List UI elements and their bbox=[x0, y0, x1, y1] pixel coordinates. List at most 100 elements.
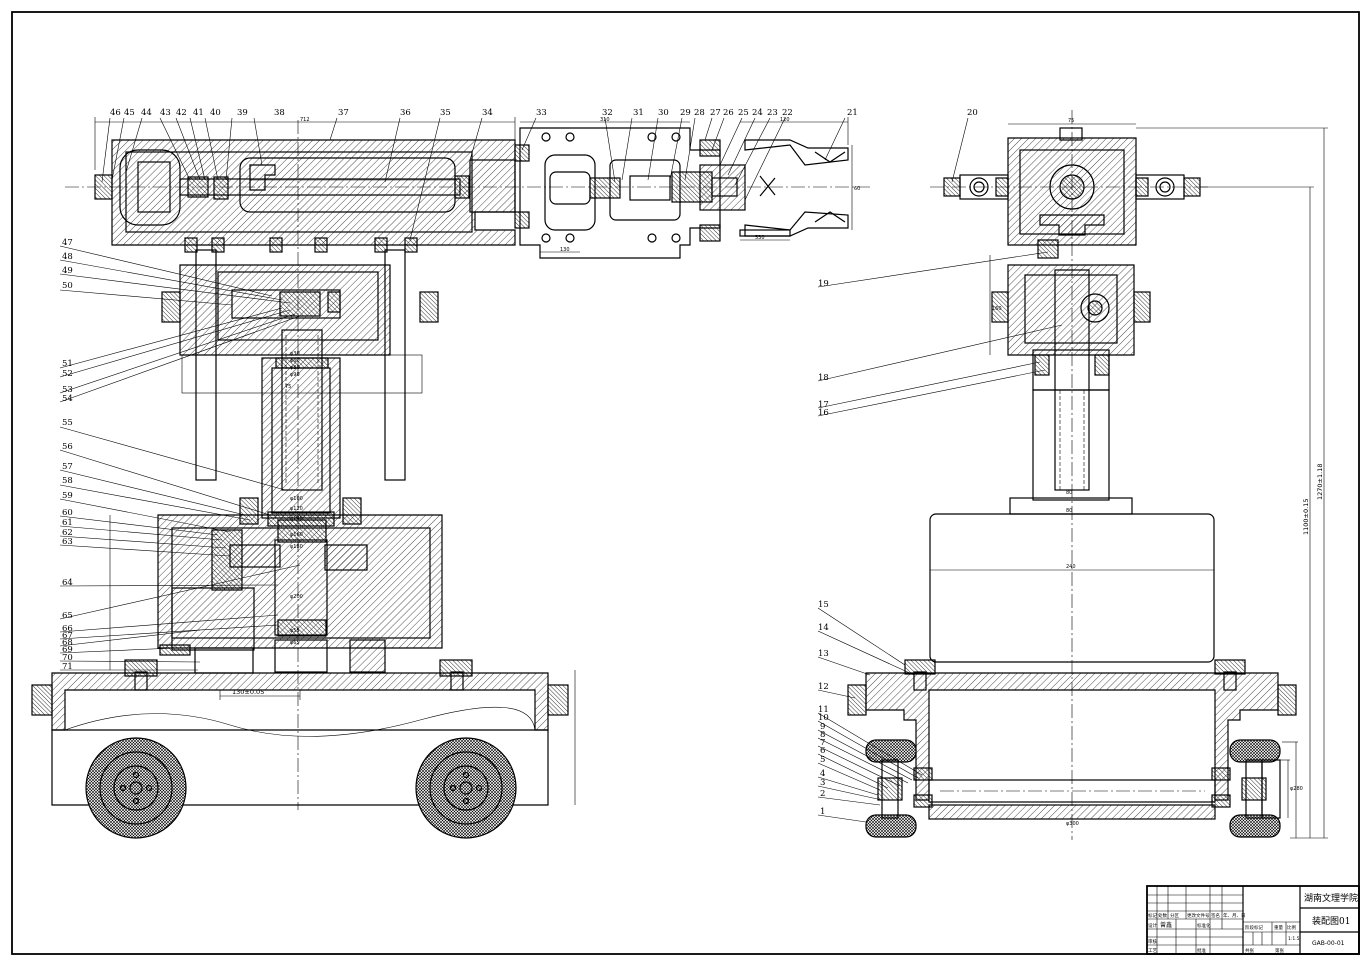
svg-text:φ60: φ60 bbox=[290, 358, 300, 364]
svg-text:φ140: φ140 bbox=[290, 516, 303, 522]
svg-text:14: 14 bbox=[818, 623, 829, 633]
svg-text:27: 27 bbox=[710, 108, 721, 118]
svg-text:43: 43 bbox=[160, 108, 171, 118]
svg-text:φ300: φ300 bbox=[1066, 821, 1079, 827]
dim-vertical-2: 1270±1.18 bbox=[1316, 464, 1324, 500]
small-dim-labels: 712 310 120 130 530 60 75 φ30 φ60 φ80 φ9… bbox=[285, 117, 860, 646]
svg-text:5: 5 bbox=[820, 755, 825, 765]
svg-text:160: 160 bbox=[992, 306, 1002, 312]
svg-text:φ160: φ160 bbox=[290, 532, 303, 538]
svg-text:8: 8 bbox=[820, 730, 825, 740]
svg-text:65: 65 bbox=[62, 611, 73, 621]
svg-text:28: 28 bbox=[694, 108, 705, 118]
svg-text:11: 11 bbox=[818, 705, 829, 715]
svg-text:40: 40 bbox=[210, 108, 221, 118]
svg-text:34: 34 bbox=[482, 108, 493, 118]
svg-text:6: 6 bbox=[820, 746, 825, 756]
svg-text:38: 38 bbox=[274, 108, 285, 118]
svg-text:φ100: φ100 bbox=[290, 496, 303, 502]
svg-text:16: 16 bbox=[818, 408, 829, 418]
svg-text:φ280: φ280 bbox=[1290, 786, 1303, 792]
side-wheels: φ280 bbox=[865, 739, 1303, 838]
svg-text:1: 1 bbox=[820, 807, 825, 817]
svg-text:49: 49 bbox=[62, 266, 73, 276]
svg-text:41: 41 bbox=[193, 108, 204, 118]
svg-text:44: 44 bbox=[141, 108, 152, 118]
svg-text:240: 240 bbox=[1066, 564, 1076, 570]
svg-text:68: 68 bbox=[62, 638, 73, 648]
svg-text:48: 48 bbox=[62, 252, 73, 262]
svg-text:55: 55 bbox=[62, 418, 73, 428]
svg-text:39: 39 bbox=[237, 108, 248, 118]
svg-text:530: 530 bbox=[755, 235, 765, 241]
drawing-frame bbox=[11, 11, 1360, 955]
svg-text:9: 9 bbox=[820, 722, 825, 732]
svg-text:35: 35 bbox=[440, 108, 451, 118]
svg-text:年、月、日: 年、月、日 bbox=[1223, 912, 1246, 919]
svg-text:阶段标记: 阶段标记 bbox=[1245, 924, 1263, 931]
dim-base-offset: 130±0.05 bbox=[232, 688, 264, 696]
svg-text:32: 32 bbox=[602, 108, 613, 118]
title-block: 湖南文理学院 装配图01 GAB-00-01 标记 处数 分区 更改文件号 签名… bbox=[1146, 885, 1360, 955]
svg-text:31: 31 bbox=[633, 108, 644, 118]
svg-text:φ30: φ30 bbox=[290, 351, 300, 357]
side-vertical-dims: 1100±0.15 1270±1.18 bbox=[1136, 127, 1328, 839]
svg-text:19: 19 bbox=[818, 279, 829, 289]
svg-text:φ80: φ80 bbox=[290, 365, 300, 371]
svg-text:56: 56 bbox=[62, 442, 73, 452]
svg-text:75: 75 bbox=[1068, 118, 1074, 124]
svg-text:15: 15 bbox=[818, 600, 829, 610]
svg-text:64: 64 bbox=[62, 578, 73, 588]
svg-text:3: 3 bbox=[820, 778, 825, 788]
left-wheel bbox=[85, 737, 187, 839]
svg-text:共张: 共张 bbox=[1245, 947, 1254, 954]
svg-text:50: 50 bbox=[62, 281, 73, 291]
svg-text:φ200: φ200 bbox=[290, 594, 303, 600]
drawing-number: GAB-00-01 bbox=[1312, 940, 1345, 947]
svg-text:75: 75 bbox=[285, 384, 291, 390]
svg-text:4: 4 bbox=[820, 769, 825, 779]
side-chassis: φ300 bbox=[847, 659, 1297, 827]
svg-text:62: 62 bbox=[62, 528, 73, 538]
arm-housing bbox=[94, 139, 530, 253]
dim-vertical-1: 1100±0.15 bbox=[1302, 499, 1310, 535]
svg-text:设计: 设计 bbox=[1148, 922, 1157, 929]
svg-text:310: 310 bbox=[600, 117, 610, 123]
svg-text:80: 80 bbox=[1066, 508, 1072, 514]
svg-text:17: 17 bbox=[818, 400, 829, 410]
svg-text:φ90: φ90 bbox=[290, 372, 300, 378]
svg-text:70: 70 bbox=[62, 653, 73, 663]
svg-text:59: 59 bbox=[62, 491, 73, 501]
svg-text:1:1.5: 1:1.5 bbox=[1288, 936, 1300, 942]
svg-text:53: 53 bbox=[62, 385, 73, 395]
drawing-name: 装配图01 bbox=[1312, 915, 1350, 927]
svg-text:37: 37 bbox=[338, 108, 349, 118]
svg-text:标记: 标记 bbox=[1148, 912, 1157, 919]
svg-text:57: 57 bbox=[62, 462, 73, 472]
base-gearbox bbox=[157, 497, 443, 674]
svg-text:更改文件号: 更改文件号 bbox=[1187, 912, 1210, 919]
svg-text:20: 20 bbox=[967, 108, 978, 118]
svg-text:47: 47 bbox=[62, 238, 73, 248]
svg-text:60: 60 bbox=[854, 186, 860, 192]
svg-text:45: 45 bbox=[124, 108, 135, 118]
wrist-assembly bbox=[519, 127, 849, 259]
svg-text:φ120: φ120 bbox=[290, 506, 303, 512]
svg-text:φ65: φ65 bbox=[290, 640, 300, 646]
chassis: 130±0.05 bbox=[31, 515, 576, 839]
svg-text:曾鑫: 曾鑫 bbox=[1160, 921, 1172, 929]
part-labels-left: 47 48 49 50 51 52 53 54 55 56 57 58 59 6… bbox=[62, 238, 73, 672]
svg-text:12: 12 bbox=[818, 682, 829, 692]
svg-text:60: 60 bbox=[62, 508, 73, 518]
svg-text:71: 71 bbox=[62, 662, 73, 672]
svg-text:130: 130 bbox=[560, 247, 570, 253]
svg-text:φ55: φ55 bbox=[290, 628, 300, 634]
leaders-left bbox=[59, 245, 301, 671]
side-arm-section: 75 bbox=[943, 118, 1201, 246]
school-name: 湖南文理学院 bbox=[1304, 892, 1358, 904]
svg-text:比例: 比例 bbox=[1287, 924, 1296, 931]
svg-text:80: 80 bbox=[1066, 490, 1072, 496]
svg-text:2: 2 bbox=[820, 789, 825, 799]
lifting-column bbox=[161, 249, 439, 527]
